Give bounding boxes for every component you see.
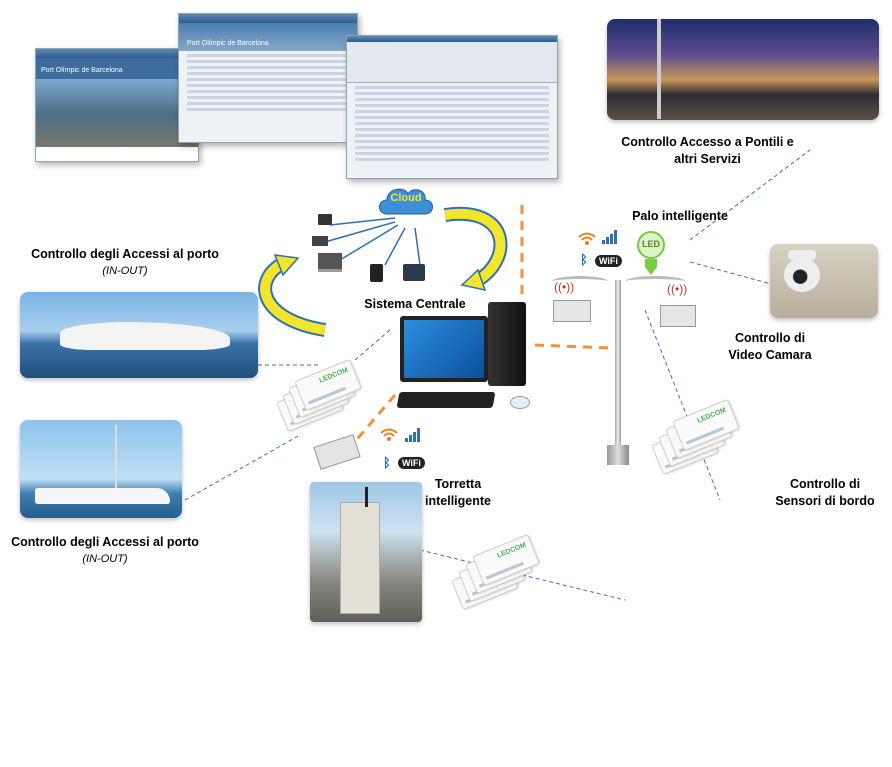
led-bulb-icon: LED — [634, 230, 668, 276]
tower-wifi-badge: WiFi — [398, 457, 425, 469]
card-brand-bottom: LEDCOM — [496, 541, 528, 560]
central-tower — [488, 302, 526, 386]
central-system-label: Sistema Centrale — [364, 297, 466, 311]
card-brand-top: LEDCOM — [318, 366, 350, 385]
blue-link-bridge — [689, 149, 811, 241]
blue-link-camera — [689, 261, 776, 286]
software-screen-3 — [346, 35, 558, 179]
pole-reader-right — [660, 305, 696, 327]
laptop-large-icon — [318, 253, 342, 272]
led-label: LED — [642, 239, 660, 249]
central-mouse — [510, 396, 530, 409]
cloud-label: Cloud — [390, 192, 422, 204]
rfid-cards-bottom: LEDCOM — [451, 533, 545, 611]
screen-title-2: Port Olímpic de Barcelona — [187, 40, 269, 47]
pole-rfid-signal-right-icon: ((•)) — [667, 282, 688, 296]
yacht-photo — [20, 292, 258, 378]
smart-pole — [605, 280, 631, 470]
cloud-device-links — [324, 217, 421, 266]
phone-device-icon — [370, 264, 383, 282]
tower-bluetooth-icon: ᛒ — [383, 455, 391, 470]
pole-wifi-signal-icon — [578, 232, 596, 246]
access-control-top-label: Controllo degli Accessi al porto (IN-OUT… — [31, 247, 219, 277]
pole-reader-left — [553, 300, 591, 322]
orange-link-tower — [350, 394, 397, 446]
tower-wifi-signal-icon — [380, 428, 398, 442]
pole-lamp-right — [625, 276, 685, 287]
rfid-cards-right: LEDCOM — [651, 398, 745, 476]
pole-bluetooth-icon: ᛒ — [580, 252, 588, 267]
blue-link-boat-bottom — [184, 434, 301, 501]
smart-tower-photo — [310, 482, 422, 622]
screen-title-1: Port Olímpic de Barcelona — [41, 67, 123, 74]
pole-rfid-signal-left-icon: ((•)) — [554, 280, 575, 294]
pole-lamp-left — [552, 276, 608, 287]
pole-signal-bars-icon — [602, 230, 618, 244]
blue-link-cards-top — [354, 329, 391, 361]
blue-link-sensors — [644, 309, 721, 501]
marina-night-photo — [607, 19, 879, 120]
rfid-cards-top: LEDCOM — [276, 358, 362, 433]
central-monitor — [400, 316, 488, 382]
sailboat-photo — [20, 420, 182, 518]
video-camera-photo — [770, 244, 878, 318]
access-control-bottom-label: Controllo degli Accessi al porto (IN-OUT… — [11, 535, 199, 565]
laptop-device-icon — [312, 236, 328, 246]
desktop-device-icon — [318, 214, 332, 225]
smart-pole-label: Palo intelligente — [632, 209, 728, 223]
software-screen-2: Port Olímpic de Barcelona — [178, 13, 358, 143]
tower-signal-bars-icon — [405, 428, 421, 442]
software-screen-1: Port Olímpic de Barcelona — [35, 48, 199, 162]
tablet-device-icon — [403, 264, 425, 281]
orange-link-pole — [534, 343, 613, 350]
cloud-icon: Cloud — [375, 180, 437, 218]
central-keyboard — [396, 392, 496, 408]
card-brand-right: LEDCOM — [696, 406, 728, 425]
pole-wifi-badge: WiFi — [595, 255, 622, 267]
